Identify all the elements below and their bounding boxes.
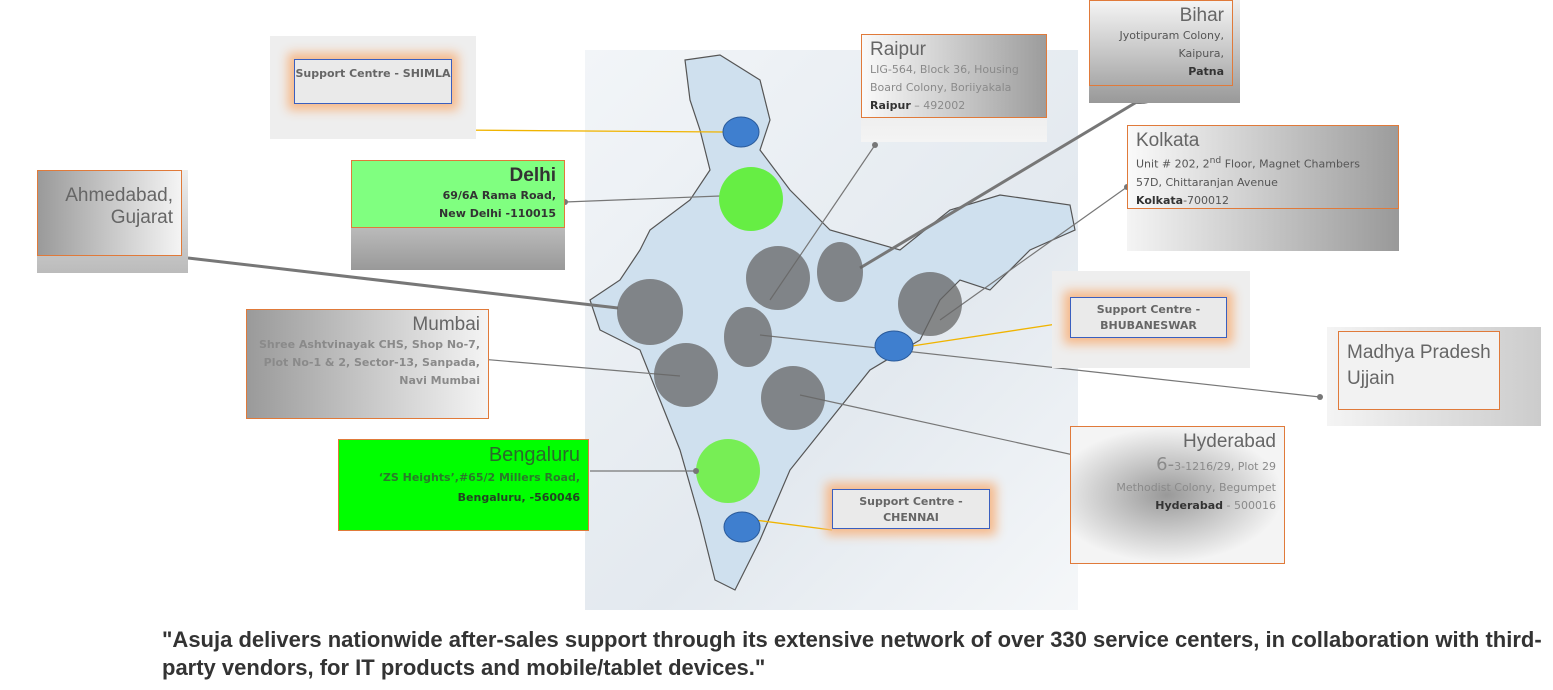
kolkata-city: Kolkata — [1136, 193, 1184, 207]
marker-chennai — [723, 511, 761, 543]
bihar-city: Patna — [1188, 65, 1224, 78]
connector-kolkata — [939, 186, 1128, 321]
support-centre-chennai: Support Centre - CHENNAI — [832, 489, 990, 529]
hyderabad-pin: - 500016 — [1223, 499, 1276, 512]
delhi-addr: 69/6A Rama Road, — [442, 189, 556, 202]
raipur-city: Raipur — [870, 99, 911, 112]
connector-bihar — [859, 98, 1141, 270]
office-card-mumbai: Mumbai Shree Ashtvinayak CHS, Shop No-7,… — [246, 309, 489, 419]
marker-ahmedabad — [617, 279, 683, 345]
marker-delhi — [719, 167, 783, 231]
office-card-kolkata: Kolkata Unit # 202, 2nd Floor, Magnet Ch… — [1127, 125, 1399, 209]
mp-title: Madhya Pradesh — [1347, 342, 1491, 363]
marker-bihar — [817, 242, 863, 302]
marker-mumbai — [654, 343, 718, 407]
ahmedabad-subtitle: Gujarat — [110, 207, 173, 228]
connector-bhubaneswar — [911, 321, 1071, 347]
bihar-addr: Jyotipuram Colony, — [1119, 29, 1224, 42]
kolkata-addr: 57D, Chittaranjan Avenue — [1136, 175, 1278, 189]
connector-delhi — [564, 195, 721, 203]
hyderabad-title: Hyderabad — [1183, 431, 1276, 452]
office-card-mp: Madhya Pradesh Ujjain — [1338, 331, 1500, 410]
kolkata-pin: -700012 — [1183, 193, 1230, 207]
office-card-ahmedabad: Ahmedabad, Gujarat — [37, 170, 182, 256]
hyderabad-addr: 6- — [1156, 454, 1175, 475]
mumbai-addr: Shree Ashtvinayak CHS, Shop No-7, — [258, 338, 480, 351]
mumbai-title: Mumbai — [412, 314, 480, 335]
connector-chennai — [754, 519, 833, 531]
mumbai-addr: Navi Mumbai — [399, 374, 480, 387]
marker-bhubaneswar — [874, 330, 914, 362]
marker-hyderabad — [761, 366, 825, 430]
marker-shimla — [722, 116, 760, 148]
delhi-addr: New Delhi -110015 — [439, 207, 556, 220]
mumbai-addr: Plot No-1 & 2, Sector-13, Sanpada, — [263, 356, 480, 369]
office-card-bengaluru: Bengaluru ‘ZS Heights’,#65/2 Millers Roa… — [338, 439, 589, 531]
kolkata-addr: Unit # 202, 2 — [1136, 157, 1210, 171]
mp-subtitle: Ujjain — [1347, 368, 1395, 389]
raipur-addr: Board Colony, Boriiyakala — [870, 81, 1012, 94]
hyderabad-addr: Methodist Colony, Begumpet — [1116, 481, 1276, 494]
connector-mp — [759, 334, 1321, 398]
bengaluru-addr: Bengaluru, -560046 — [457, 491, 580, 504]
kolkata-addr: Floor, Magnet Chambers — [1221, 157, 1360, 171]
delhi-title: Delhi — [509, 165, 556, 186]
marker-kolkata — [898, 272, 962, 336]
bengaluru-title: Bengaluru — [488, 444, 580, 466]
bihar-title: Bihar — [1179, 5, 1224, 26]
raipur-pin: – 492002 — [910, 99, 966, 112]
kolkata-addr-sup: nd — [1209, 155, 1222, 166]
connector-mumbai — [456, 356, 681, 377]
support-centre-shimla: Support Centre - SHIMLA — [294, 59, 452, 104]
office-card-delhi: Delhi 69/6A Rama Road, New Delhi -110015 — [351, 160, 565, 228]
office-card-raipur: Raipur LIG-564, Block 36, Housing Board … — [861, 34, 1047, 118]
support-centre-bhubaneswar: Support Centre - BHUBANESWAR — [1070, 297, 1227, 338]
marker-mp — [724, 307, 772, 367]
hyderabad-addr: 3-1216/29, Plot 29 — [1174, 460, 1276, 473]
connector-shimla — [451, 129, 724, 133]
raipur-addr: LIG-564, Block 36, Housing — [870, 63, 1019, 76]
caption: "Asuja delivers nationwide after-sales s… — [162, 627, 1542, 680]
ahmedabad-title: Ahmedabad, — [65, 185, 173, 206]
raipur-title: Raipur — [870, 39, 926, 60]
bihar-addr: Kaipura, — [1178, 47, 1224, 60]
connector-ahmedabad — [187, 256, 619, 310]
marker-bengaluru — [696, 439, 760, 503]
kolkata-title: Kolkata — [1136, 130, 1200, 151]
bengaluru-addr: ‘ZS Heights’,#65/2 Millers Road, — [378, 471, 580, 484]
hyderabad-city: Hyderabad — [1155, 499, 1224, 512]
office-card-bihar: Bihar Jyotipuram Colony, Kaipura, Patna — [1089, 0, 1233, 86]
marker-raipur — [746, 246, 810, 310]
office-card-hyderabad: Hyderabad 6-3-1216/29, Plot 29 Methodist… — [1070, 426, 1285, 564]
